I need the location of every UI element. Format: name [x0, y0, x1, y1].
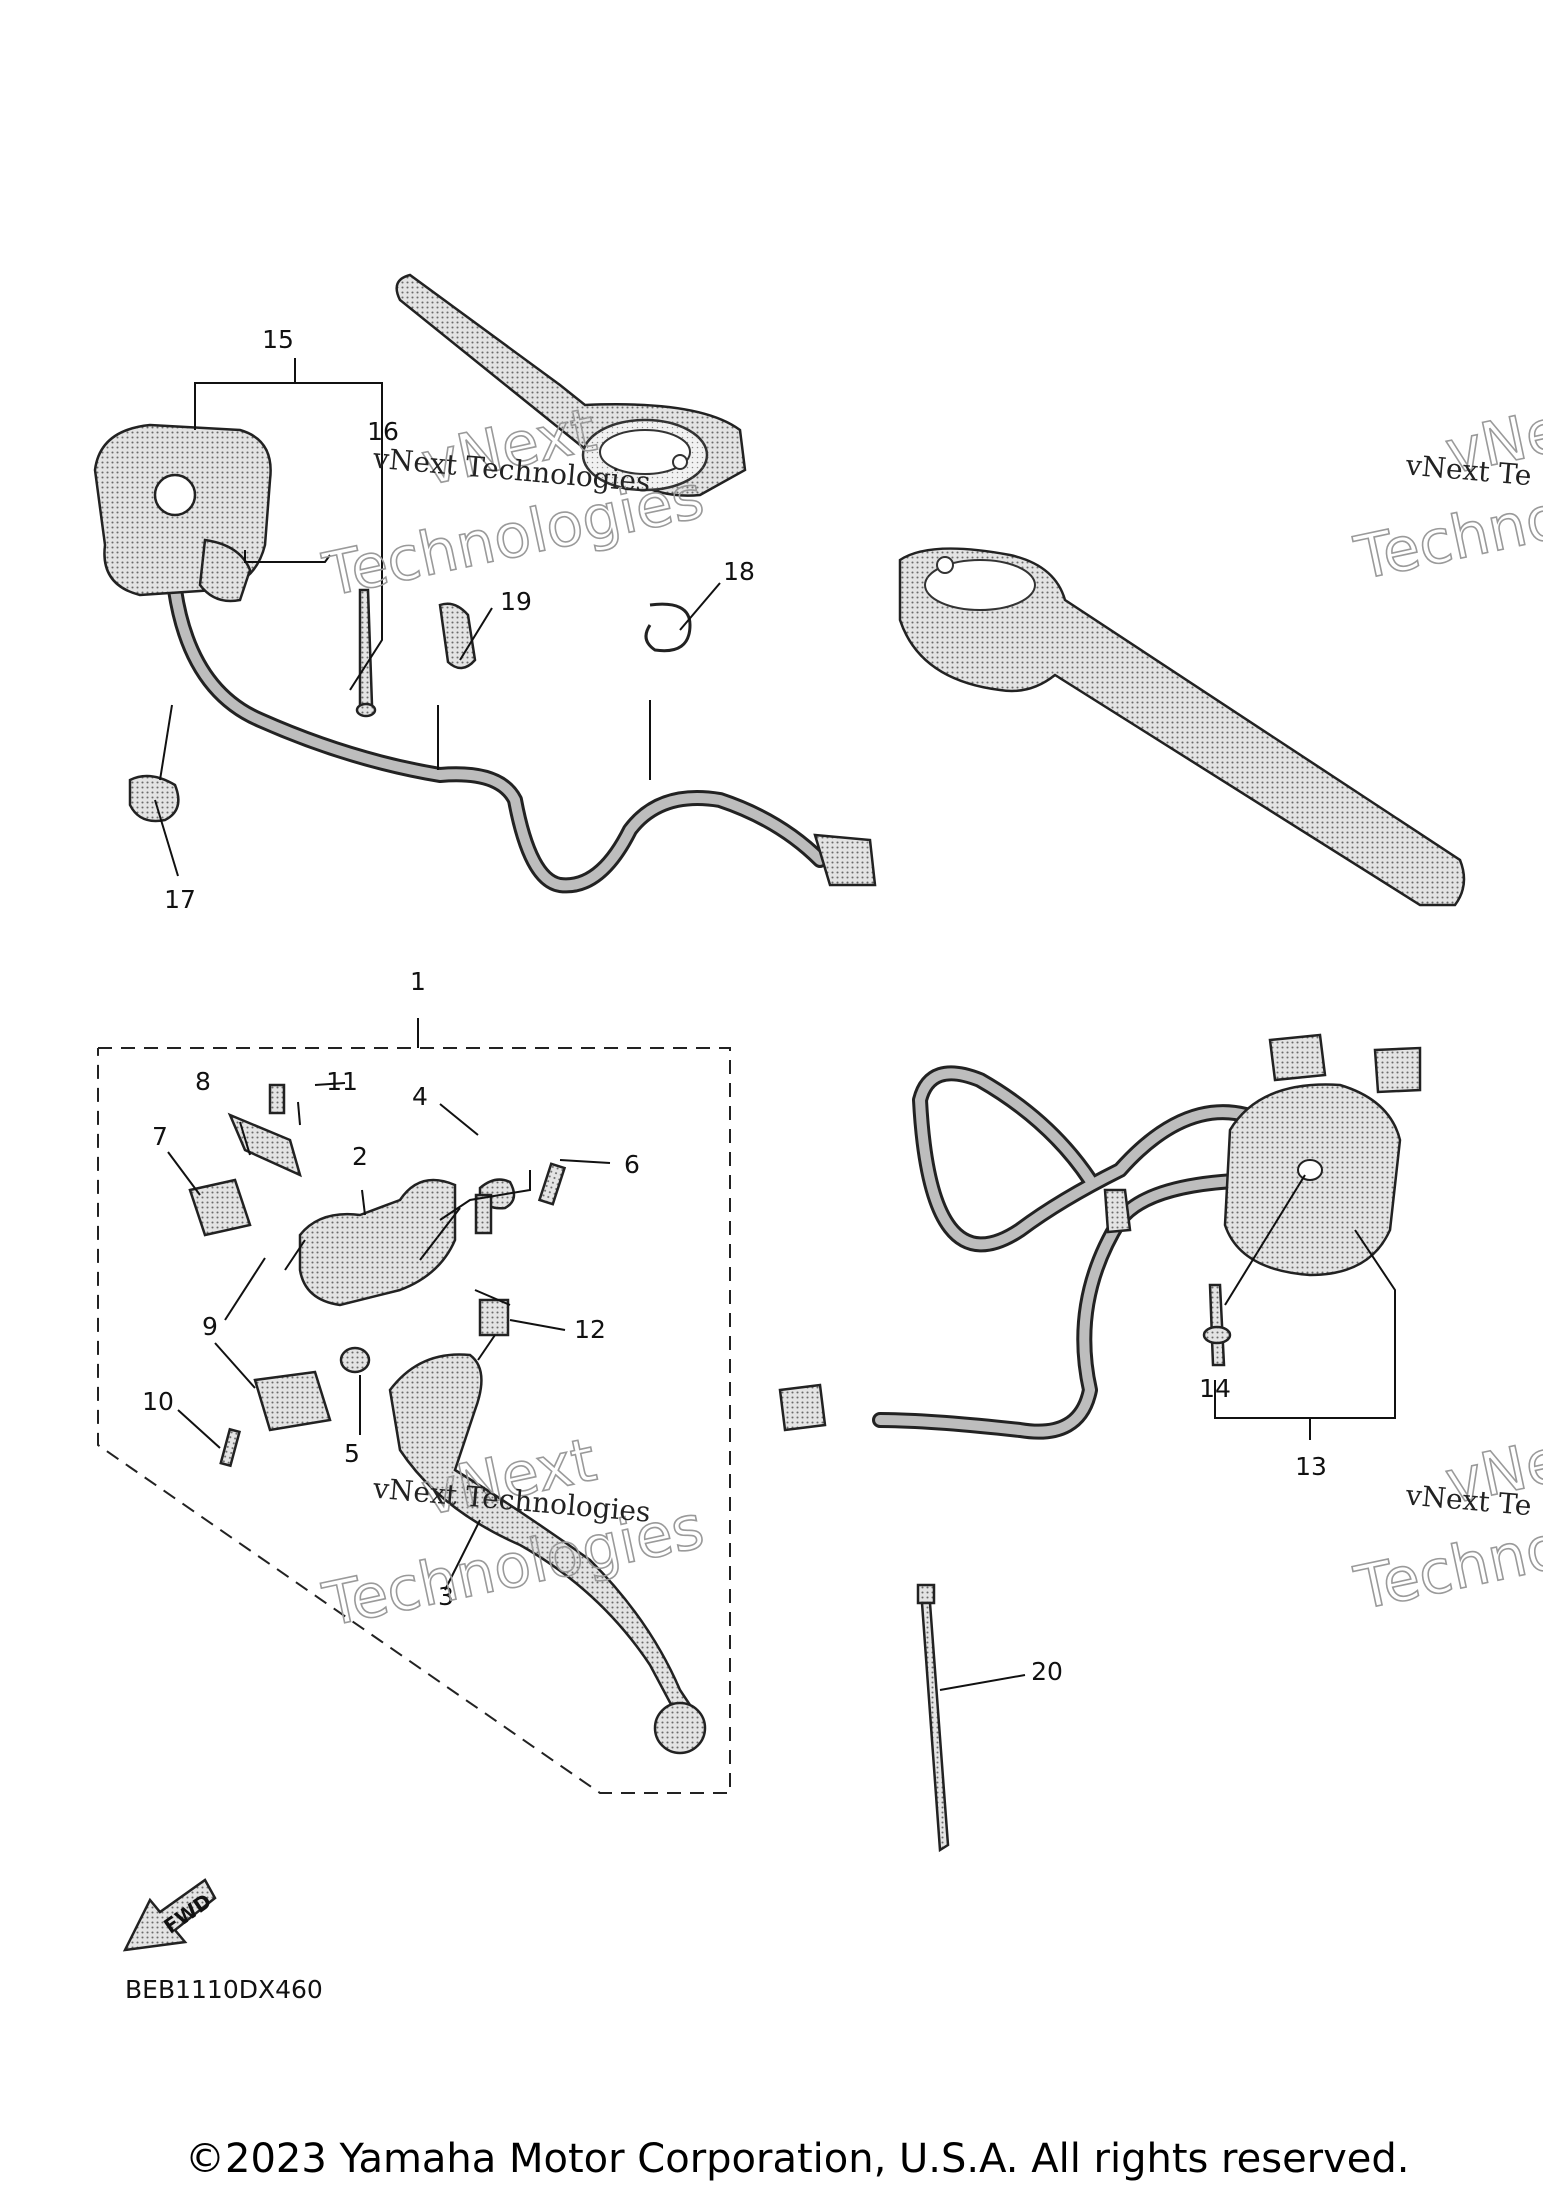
right-handlebar-switch [778, 1033, 1422, 1440]
diagram-code: BEB1110DX460 [125, 1975, 323, 2004]
callout-13: 13 [1295, 1452, 1327, 1481]
callout-11: 11 [326, 1067, 358, 1096]
callout-14: 14 [1199, 1374, 1231, 1403]
callout-20: 20 [1031, 1657, 1063, 1686]
callout-2: 2 [352, 1142, 368, 1171]
callout-16: 16 [367, 417, 399, 446]
callout-12: 12 [574, 1315, 606, 1344]
left-handlebar-switch [93, 423, 877, 894]
callout-3: 3 [438, 1582, 454, 1611]
right-handlebar [898, 547, 1466, 907]
svg-text:Techno: Techno [1349, 1512, 1543, 1624]
callout-4: 4 [412, 1082, 428, 1111]
callout-9: 9 [202, 1312, 218, 1341]
callout-17: 17 [164, 885, 196, 914]
cable-tie [916, 1583, 950, 1853]
callout-18: 18 [723, 557, 755, 586]
left-handlebar [395, 273, 747, 497]
leader-lines [154, 358, 1396, 1691]
callout-8: 8 [195, 1067, 211, 1096]
watermark-mid-left: vNext Technologies vNext Technologies [316, 1424, 710, 1642]
watermark-mid-right: vNe Techno vNext Te [1348, 1425, 1543, 1625]
callout-5: 5 [344, 1439, 360, 1468]
svg-text:Techno: Techno [1349, 482, 1543, 594]
callout-7: 7 [152, 1122, 168, 1151]
callout-10: 10 [142, 1387, 174, 1416]
clutch-lever-assembly [97, 1047, 731, 1794]
callout-15: 15 [262, 325, 294, 354]
callout-1: 1 [410, 967, 426, 996]
callout-6: 6 [624, 1150, 640, 1179]
callout-19: 19 [500, 587, 532, 616]
watermark-top-right: vNe Techno vNext Te [1348, 395, 1543, 595]
fwd-arrow-icon: FWD [122, 1878, 217, 1952]
copyright-notice: ©2023 Yamaha Motor Corporation, U.S.A. A… [185, 2136, 1410, 2182]
callout-labels: 15 16 17 18 19 1 2 3 4 5 6 7 8 9 10 11 1… [142, 325, 1327, 1686]
